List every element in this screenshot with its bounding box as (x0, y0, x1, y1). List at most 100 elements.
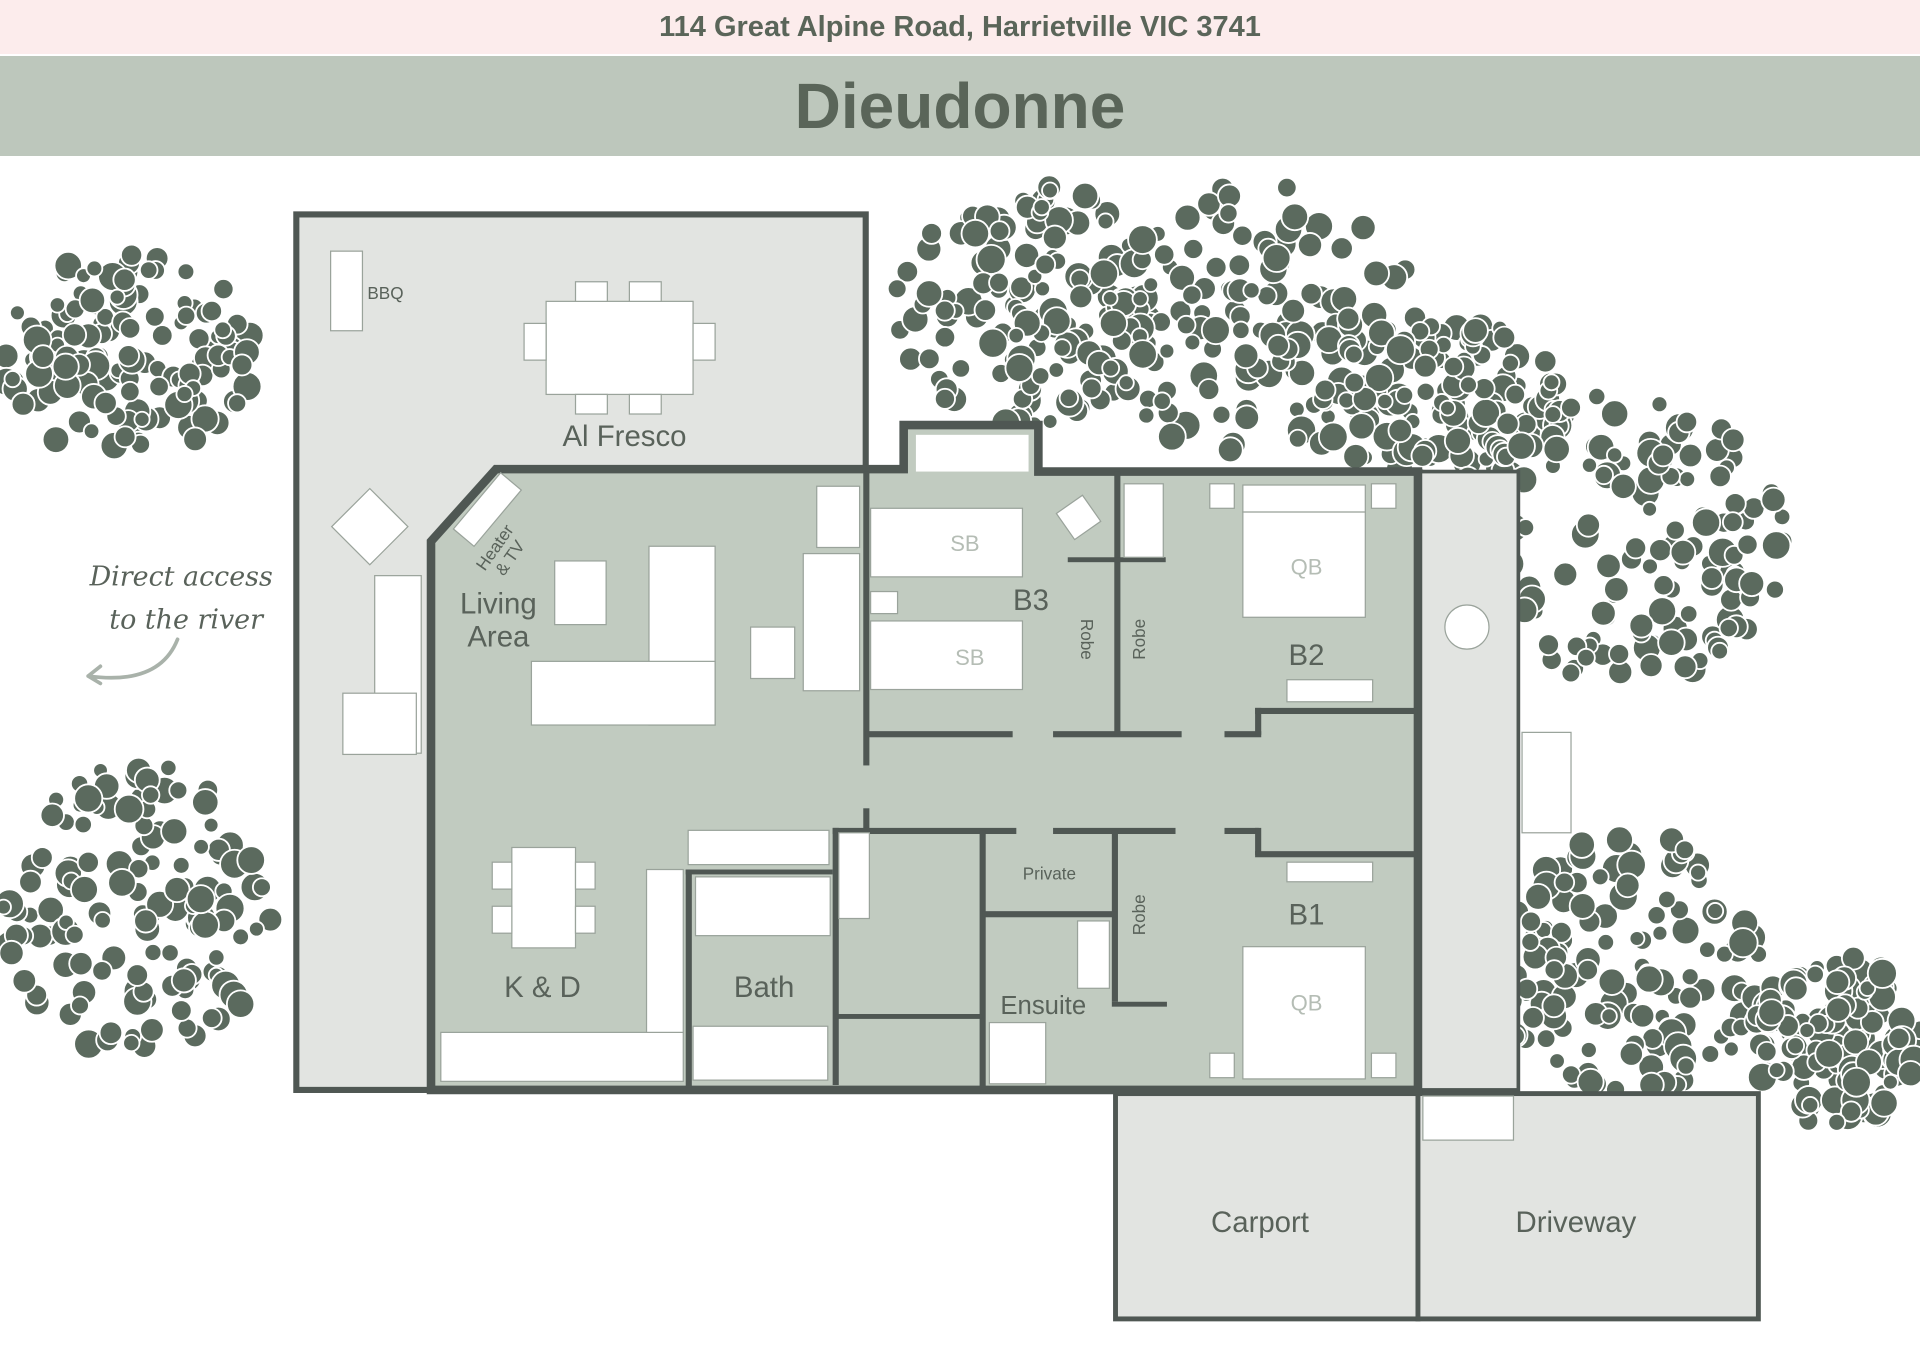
foliage-leaf (1204, 255, 1228, 279)
foliage-leaf (1142, 276, 1160, 293)
foliage-leaf (1805, 964, 1825, 985)
foliage-leaf (1227, 253, 1252, 277)
foliage-leaf (1596, 933, 1616, 952)
foliage-leaf (1783, 976, 1809, 1002)
foliage-leaf (1560, 396, 1582, 419)
foliage-leaf (1698, 940, 1717, 959)
foliage-leaf (251, 877, 272, 898)
foliage-leaf (1395, 385, 1415, 405)
foliage-leaf (1638, 653, 1664, 679)
foliage-leaf (1618, 1041, 1644, 1067)
foliage-leaf (1677, 442, 1704, 469)
foliage-leaf (1232, 342, 1260, 370)
foliage-leaf (1096, 212, 1115, 231)
foliage-leaf (1628, 930, 1646, 947)
foliage-leaf (1542, 434, 1571, 464)
foliage-leaf (76, 850, 100, 874)
foliage-leaf (1231, 320, 1251, 340)
foliage-leaf (1608, 643, 1631, 666)
foliage-leaf (1409, 321, 1431, 342)
foliage-leaf (1674, 839, 1696, 861)
foliage-leaf (1004, 353, 1035, 383)
foliage-leaf (119, 380, 141, 403)
foliage-leaf (1088, 258, 1120, 289)
foliage-leaf (1329, 236, 1354, 261)
foliage-leaf (1664, 519, 1686, 541)
foliage-leaf (1233, 404, 1261, 431)
foliage-leaf (988, 271, 1010, 294)
label-bbq: BBQ (367, 283, 403, 303)
foliage-leaf (1760, 486, 1787, 513)
foliage-leaf (78, 286, 107, 315)
foliage-leaf (18, 869, 43, 895)
foliage-leaf (1218, 203, 1239, 224)
foliage-leaf (1825, 996, 1852, 1023)
foliage-leaf (1362, 259, 1390, 288)
foliage-leaf (1032, 198, 1051, 217)
foliage-leaf (1351, 386, 1378, 413)
foliage-leaf (1266, 333, 1290, 358)
foliage-leaf (1462, 317, 1489, 344)
foliage-leaf (1657, 889, 1677, 910)
foliage-leaf (1520, 931, 1541, 952)
foliage-leaf (1101, 358, 1121, 378)
foliage-leaf (988, 220, 1011, 242)
foliage-leaf (93, 390, 118, 416)
foliage-leaf (1646, 905, 1667, 926)
foliage-leaf (1080, 377, 1103, 400)
foliage-leaf (1070, 181, 1100, 211)
foliage-leaf (973, 298, 998, 322)
foliage-leaf (1827, 1112, 1847, 1132)
foliage-leaf (1280, 202, 1310, 232)
foliage-leaf (213, 320, 233, 340)
foliage-leaf (1535, 1028, 1557, 1049)
foliage-leaf (51, 352, 80, 381)
foliage-leaf (1504, 383, 1527, 406)
foliage-leaf (1651, 924, 1669, 942)
foliage-leaf (1176, 314, 1197, 336)
foliage-leaf (1801, 1096, 1820, 1115)
foliage-leaf (1261, 243, 1292, 273)
foliage-leaf (227, 393, 248, 414)
foliage-leaf (1761, 530, 1792, 561)
foliage-leaf (1543, 959, 1565, 981)
foliage-leaf (1543, 405, 1563, 424)
foliage-leaf (1718, 617, 1739, 639)
foliage-leaf (1347, 412, 1376, 441)
foliage-leaf (0, 939, 25, 967)
foliage-leaf (1313, 378, 1337, 402)
foliage-leaf (1537, 633, 1560, 657)
label-b2: B2 (1289, 639, 1325, 672)
foliage-leaf (1168, 263, 1196, 292)
foliage-leaf (108, 288, 126, 306)
label-private: Private (1023, 863, 1076, 883)
foliage-leaf (1519, 910, 1542, 933)
foliage-leaf (0, 898, 12, 916)
foliage-leaf (1443, 426, 1472, 455)
foliage-leaf (93, 911, 112, 930)
foliage-leaf (190, 910, 220, 940)
foliage-leaf (36, 895, 65, 925)
foliage-leaf (163, 876, 191, 904)
foliage-leaf (1157, 421, 1187, 452)
foliage-leaf (1590, 867, 1610, 887)
foliage-leaf (1492, 325, 1517, 350)
foliage-leaf (1738, 570, 1766, 598)
foliage-leaf (1609, 472, 1637, 500)
foliage-leaf (975, 243, 1007, 275)
foliage-leaf (73, 814, 93, 835)
interior-walls (685, 471, 1418, 1088)
foliage-leaf (113, 425, 137, 449)
foliage-leaf (144, 305, 166, 328)
foliage-leaf (170, 999, 193, 1022)
foliage-leaf (122, 1033, 141, 1053)
foliage-leaf (225, 989, 256, 1019)
foliage (0, 174, 1920, 1132)
label-b2-bed: QB (1291, 554, 1323, 579)
foliage-leaf (1882, 1073, 1899, 1091)
foliage-leaf (1041, 224, 1068, 251)
foliage-leaf (1349, 214, 1377, 242)
foliage-leaf (1299, 282, 1323, 306)
foliage-leaf (1442, 355, 1465, 378)
foliage-leaf (1814, 1039, 1844, 1069)
